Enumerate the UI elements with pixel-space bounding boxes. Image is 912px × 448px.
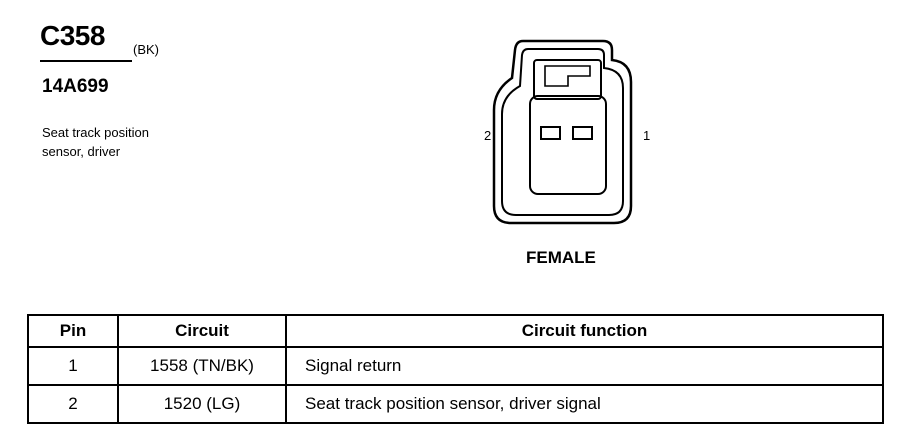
header-circuit-function: Circuit function: [285, 314, 884, 348]
header-circuit: Circuit: [117, 314, 287, 348]
title-underline: [40, 60, 132, 62]
header-pin: Pin: [27, 314, 119, 348]
pin-label-2: 2: [484, 128, 492, 143]
cell-pin: 1: [27, 346, 119, 386]
pin-table: Pin Circuit Circuit function 1 1558 (TN/…: [27, 314, 884, 424]
table-row: 1 1558 (TN/BK) Signal return: [27, 346, 884, 386]
connector-outer-shell: [492, 39, 633, 225]
connector-gender-label: FEMALE: [526, 248, 596, 267]
table-row: 2 1520 (LG) Seat track position sensor, …: [27, 384, 884, 424]
connector-face-diagram: [492, 39, 633, 225]
connector-id: C358: [40, 20, 105, 51]
pin-label-1: 1: [643, 128, 651, 143]
connector-inner-shell: [501, 48, 624, 216]
cell-function: Signal return: [285, 346, 884, 386]
part-number: 14A699: [42, 76, 109, 97]
connector-latch: [533, 59, 602, 100]
cell-pin: 2: [27, 384, 119, 424]
connector-color: (BK): [133, 42, 159, 57]
pin-cavity-1: [572, 126, 593, 140]
cell-circuit: 1520 (LG): [117, 384, 287, 424]
latch-tab: [544, 65, 591, 87]
cell-function: Seat track position sensor, driver signa…: [285, 384, 884, 424]
pin-cavity-body: [529, 95, 607, 195]
connector-description: Seat track position sensor, driver: [42, 125, 149, 159]
pin-cavity-2: [540, 126, 561, 140]
table-header-row: Pin Circuit Circuit function: [27, 314, 884, 348]
cell-circuit: 1558 (TN/BK): [117, 346, 287, 386]
